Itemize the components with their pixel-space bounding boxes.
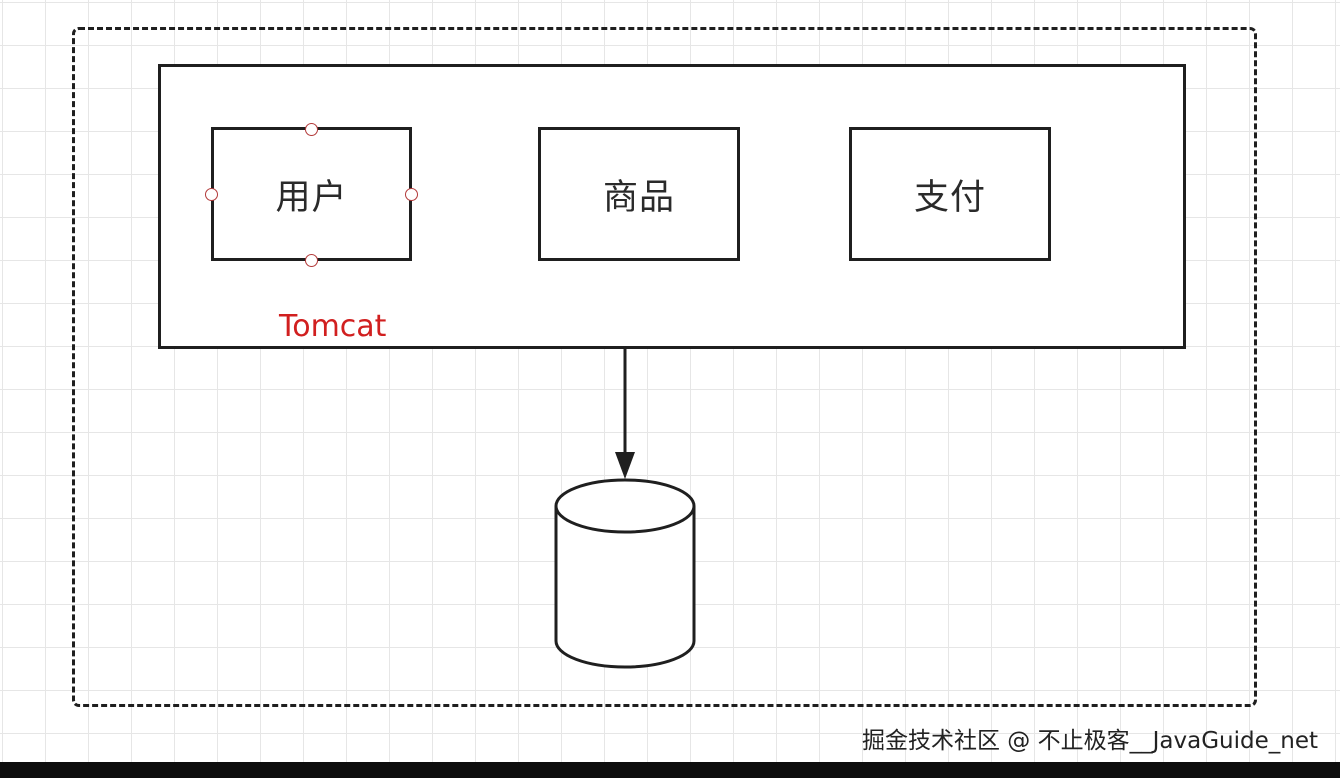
arrow-down-icon[interactable] bbox=[615, 349, 635, 479]
selection-handle-top[interactable] bbox=[305, 123, 318, 136]
module-label-payment: 支付 bbox=[913, 177, 986, 218]
selection-handle-left[interactable] bbox=[205, 188, 218, 201]
deployment-boundary[interactable] bbox=[72, 27, 1257, 707]
watermark-text: 掘金技术社区 @ 不止极客__JavaGuide_net bbox=[862, 728, 1318, 754]
bottom-bar bbox=[0, 762, 1340, 778]
module-label-product: 商品 bbox=[602, 177, 675, 218]
diagram-connector-layer bbox=[554, 349, 696, 669]
module-label-user: 用户 bbox=[275, 177, 348, 218]
module-box-product[interactable]: 商品 bbox=[538, 127, 740, 261]
database-cylinder-icon[interactable] bbox=[554, 478, 696, 669]
selection-handle-right[interactable] bbox=[405, 188, 418, 201]
module-box-user[interactable]: 用户 bbox=[211, 127, 412, 261]
module-box-payment[interactable]: 支付 bbox=[849, 127, 1051, 261]
tomcat-container-label: Tomcat bbox=[279, 309, 387, 344]
selection-handle-bottom[interactable] bbox=[305, 254, 318, 267]
